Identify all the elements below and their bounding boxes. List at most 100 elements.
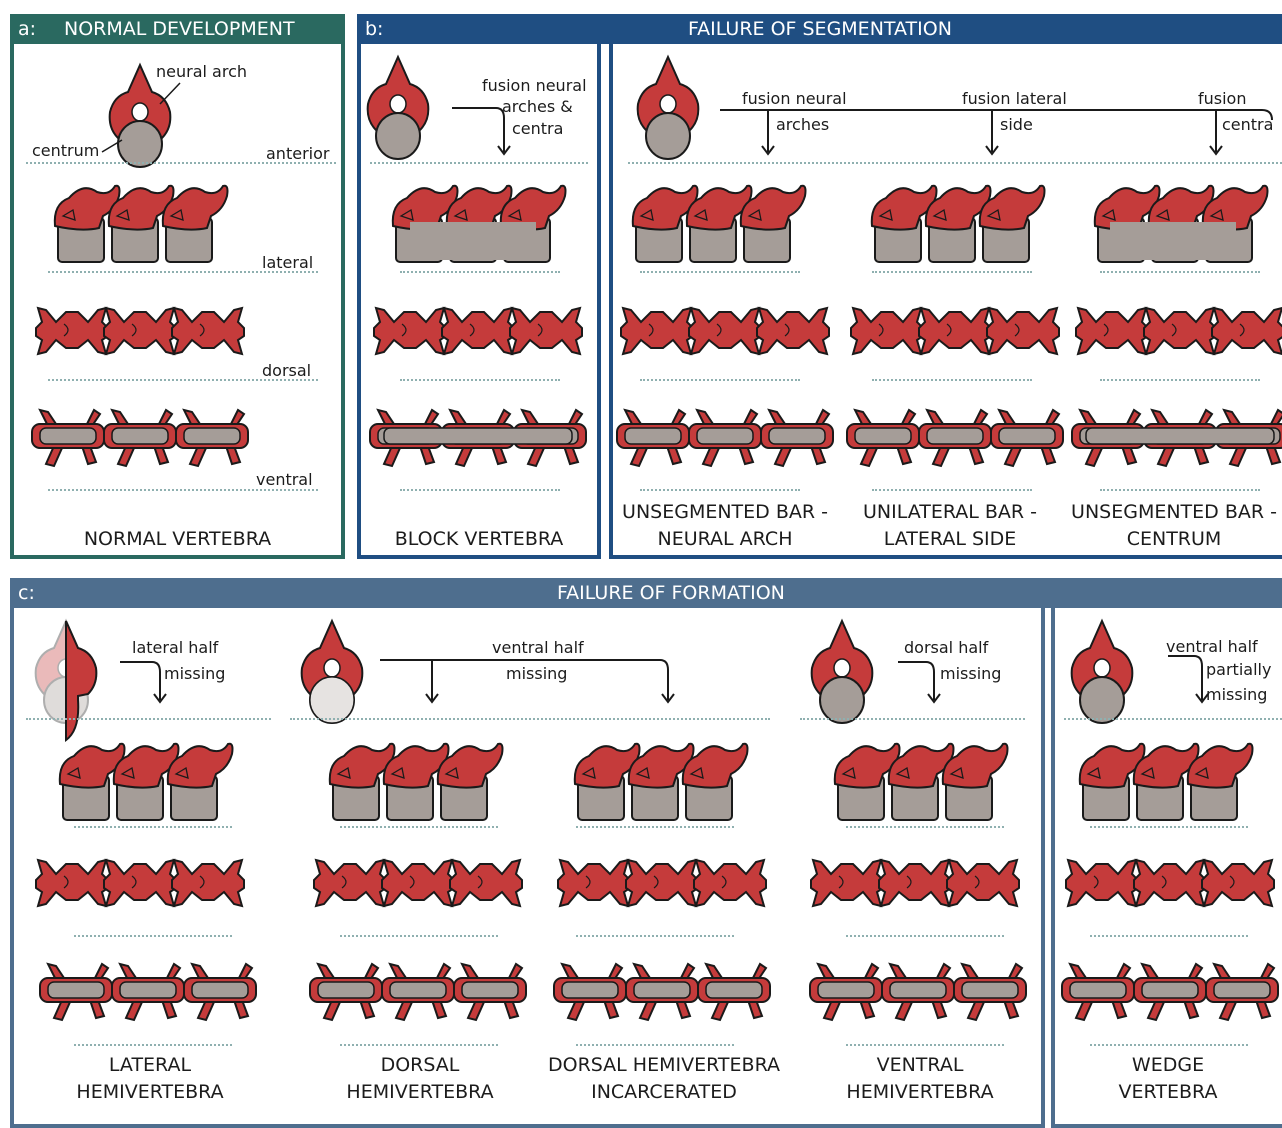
caption-line: UNILATERAL BAR - bbox=[862, 501, 1038, 523]
caption-line: LATERAL bbox=[108, 1054, 192, 1076]
separator bbox=[1090, 1044, 1248, 1046]
separator bbox=[400, 489, 560, 491]
separator bbox=[576, 935, 734, 937]
separator bbox=[640, 271, 800, 273]
unseg-arch-ventral bbox=[617, 410, 833, 466]
unseg-note-lateral-2: side bbox=[1000, 115, 1033, 134]
lateral-note-2: missing bbox=[164, 664, 226, 683]
separator bbox=[1100, 489, 1260, 491]
separator bbox=[1100, 271, 1260, 273]
separator bbox=[26, 718, 271, 720]
panel-b-header: b: FAILURE OF SEGMENTATION bbox=[357, 14, 1282, 44]
caption-lateral-hemi: LATERAL HEMIVERTEBRA bbox=[40, 1052, 260, 1106]
caption-line: HEMIVERTEBRA bbox=[346, 1081, 494, 1103]
caption-normal-text: NORMAL VERTEBRA bbox=[83, 528, 272, 550]
caption-block: BLOCK VERTEBRA bbox=[361, 526, 597, 553]
wedge-lateral bbox=[1080, 744, 1253, 820]
dorsal-hemi-ventral bbox=[310, 964, 526, 1020]
block-note-3: centra bbox=[512, 119, 564, 138]
caption-dorsal-hemi: DORSAL HEMIVERTEBRA bbox=[310, 1052, 530, 1106]
caption-unseg-centrum: UNSEGMENTED BAR - CENTRUM bbox=[1066, 499, 1282, 553]
lateral-note-1: lateral half bbox=[132, 638, 219, 657]
panel-b-title: FAILURE OF SEGMENTATION bbox=[688, 18, 952, 40]
normal-dorsal-view bbox=[36, 308, 244, 354]
wedge-note-2: partially bbox=[1206, 660, 1272, 679]
normal-lateral-view bbox=[55, 186, 228, 262]
unseg-cen-lateral bbox=[1095, 186, 1268, 262]
unseg-note-arches-2: arches bbox=[776, 115, 830, 134]
label-centrum: centrum bbox=[32, 141, 100, 160]
lateral-hemi-dorsal bbox=[36, 860, 244, 906]
ventral-hemi-arrow bbox=[898, 661, 935, 700]
separator bbox=[872, 489, 1032, 491]
block-front-view bbox=[366, 56, 430, 160]
unseg-lat-lateral bbox=[872, 186, 1045, 262]
caption-line: VERTEBRA bbox=[1118, 1081, 1218, 1103]
caption-line: LATERAL SIDE bbox=[883, 528, 1017, 550]
ventral-note-1: ventral half bbox=[492, 638, 584, 657]
label-lateral: lateral bbox=[262, 253, 314, 272]
panel-c-header: c: FAILURE OF FORMATION bbox=[10, 578, 1282, 608]
unseg-note-centra-2: centra bbox=[1222, 115, 1274, 134]
separator bbox=[48, 489, 318, 491]
unseg-cen-dorsal bbox=[1076, 308, 1282, 354]
panel-a-title: NORMAL DEVELOPMENT bbox=[64, 18, 295, 40]
separator bbox=[846, 935, 1004, 937]
separator bbox=[1090, 826, 1248, 828]
lateral-hemi-ventral bbox=[40, 964, 256, 1020]
panel-a-frame bbox=[10, 44, 345, 559]
separator bbox=[872, 379, 1032, 381]
incarcerated-dorsal bbox=[558, 860, 766, 906]
separator bbox=[400, 271, 560, 273]
caption-line: VENTRAL bbox=[876, 1054, 964, 1076]
separator bbox=[872, 271, 1032, 273]
separator bbox=[846, 1044, 1004, 1046]
caption-line: DORSAL bbox=[380, 1054, 460, 1076]
unseg-arrow-bar bbox=[720, 109, 1273, 152]
label-ventral: ventral bbox=[256, 470, 313, 489]
separator bbox=[74, 1044, 232, 1046]
block-arrow bbox=[452, 107, 505, 152]
caption-line: HEMIVERTEBRA bbox=[76, 1081, 224, 1103]
normal-ventral-view bbox=[32, 410, 248, 466]
block-note-1: fusion neural bbox=[482, 76, 587, 95]
ventral-hemi-front bbox=[810, 620, 874, 724]
label-neural-arch: neural arch bbox=[156, 62, 248, 81]
separator bbox=[1090, 935, 1248, 937]
ventral-hemi-lateral bbox=[835, 744, 1008, 820]
caption-block-text: BLOCK VERTEBRA bbox=[394, 528, 564, 550]
caption-line: UNSEGMENTED BAR - bbox=[1071, 501, 1277, 523]
caption-ventral-hemi: VENTRAL HEMIVERTEBRA bbox=[810, 1052, 1030, 1106]
ventral-note-2: missing bbox=[506, 664, 568, 683]
lateral-hemi-arrow bbox=[120, 661, 161, 700]
block-note-2: arches & bbox=[502, 97, 573, 116]
dorsal-hemi-dorsal bbox=[314, 860, 522, 906]
panel-a-header: a: NORMAL DEVELOPMENT bbox=[10, 14, 345, 44]
panel-b-tag: b: bbox=[365, 18, 384, 40]
ventral-hemi-ventral bbox=[810, 964, 1026, 1020]
separator bbox=[74, 935, 232, 937]
dorsal-hemi-lateral bbox=[330, 744, 503, 820]
caption-line: UNSEGMENTED BAR - bbox=[622, 501, 828, 523]
separator bbox=[640, 379, 800, 381]
wedge-arrow bbox=[1168, 655, 1203, 700]
centrum-pointer bbox=[101, 139, 123, 153]
dorsal-note-1: dorsal half bbox=[904, 638, 989, 657]
caption-line: HEMIVERTEBRA bbox=[846, 1081, 994, 1103]
caption-unseg-lateral: UNILATERAL BAR - LATERAL SIDE bbox=[840, 499, 1060, 553]
separator bbox=[1064, 718, 1282, 720]
unseg-note-centra-1: fusion bbox=[1198, 89, 1247, 108]
unseg-note-arches-1: fusion neural bbox=[742, 89, 847, 108]
separator bbox=[576, 1044, 734, 1046]
caption-unseg-arch: UNSEGMENTED BAR - NEURAL ARCH bbox=[615, 499, 835, 553]
lateral-hemi-front bbox=[34, 620, 98, 742]
incarcerated-ventral bbox=[554, 964, 770, 1020]
panel-c-tag: c: bbox=[18, 582, 35, 604]
dorsal-hemi-arrow bbox=[380, 659, 669, 700]
wedge-dorsal bbox=[1066, 860, 1274, 906]
separator bbox=[628, 162, 1282, 164]
separator bbox=[1100, 379, 1260, 381]
caption-line: NEURAL ARCH bbox=[657, 528, 793, 550]
unseg-note-lateral-1: fusion lateral bbox=[962, 89, 1067, 108]
caption-line: CENTRUM bbox=[1126, 528, 1222, 550]
